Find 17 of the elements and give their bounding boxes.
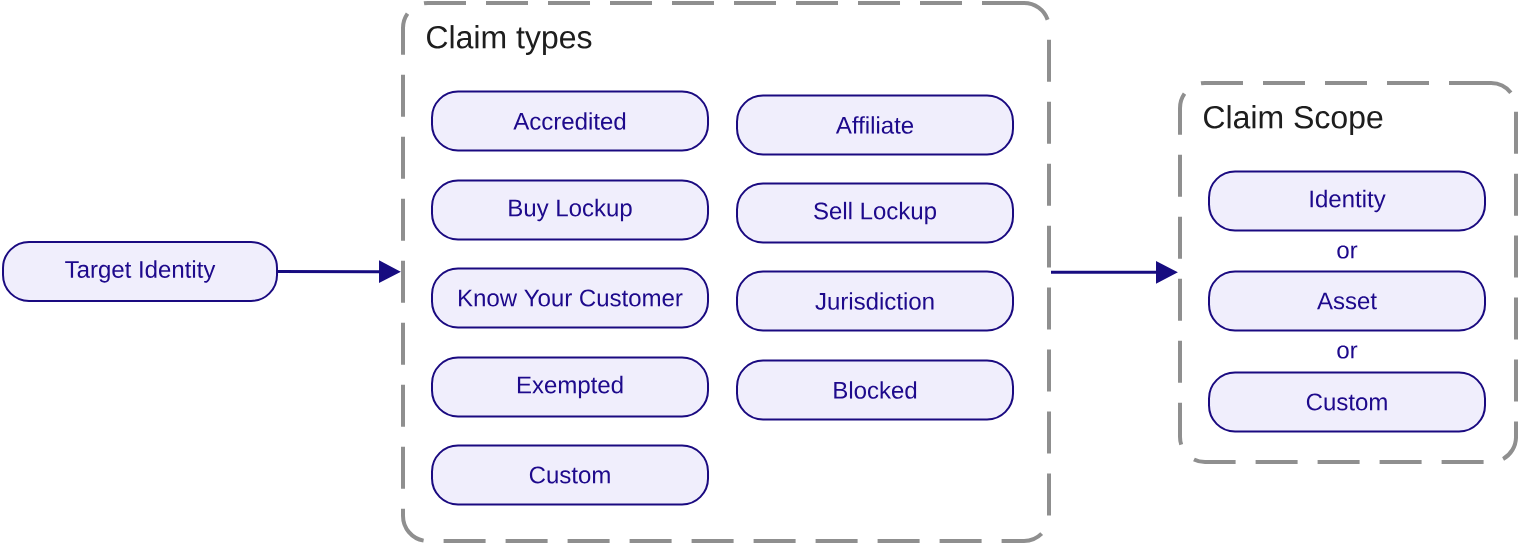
rounded-box: Jurisdiction [736,270,1014,332]
rounded-box: Identity [1208,170,1486,232]
group-title: Claim types [427,25,592,55]
rounded-box: Sell Lockup [736,182,1014,244]
group-title: Claim Scope [1204,105,1383,135]
rounded-box: Custom [1208,371,1486,433]
rounded-box: Know Your Customer [431,267,709,329]
rounded-box: Blocked [736,359,1014,421]
connector-word: or [1337,245,1358,259]
rounded-box: Buy Lockup [431,179,709,241]
rounded-box: Asset [1208,270,1486,332]
rounded-box: Target Identity [2,241,278,302]
rounded-box: Custom [431,444,709,506]
rounded-box: Exempted [431,356,709,418]
rounded-box: Accredited [431,90,709,152]
rounded-box: Affiliate [736,94,1014,156]
connector-word: or [1337,345,1358,359]
